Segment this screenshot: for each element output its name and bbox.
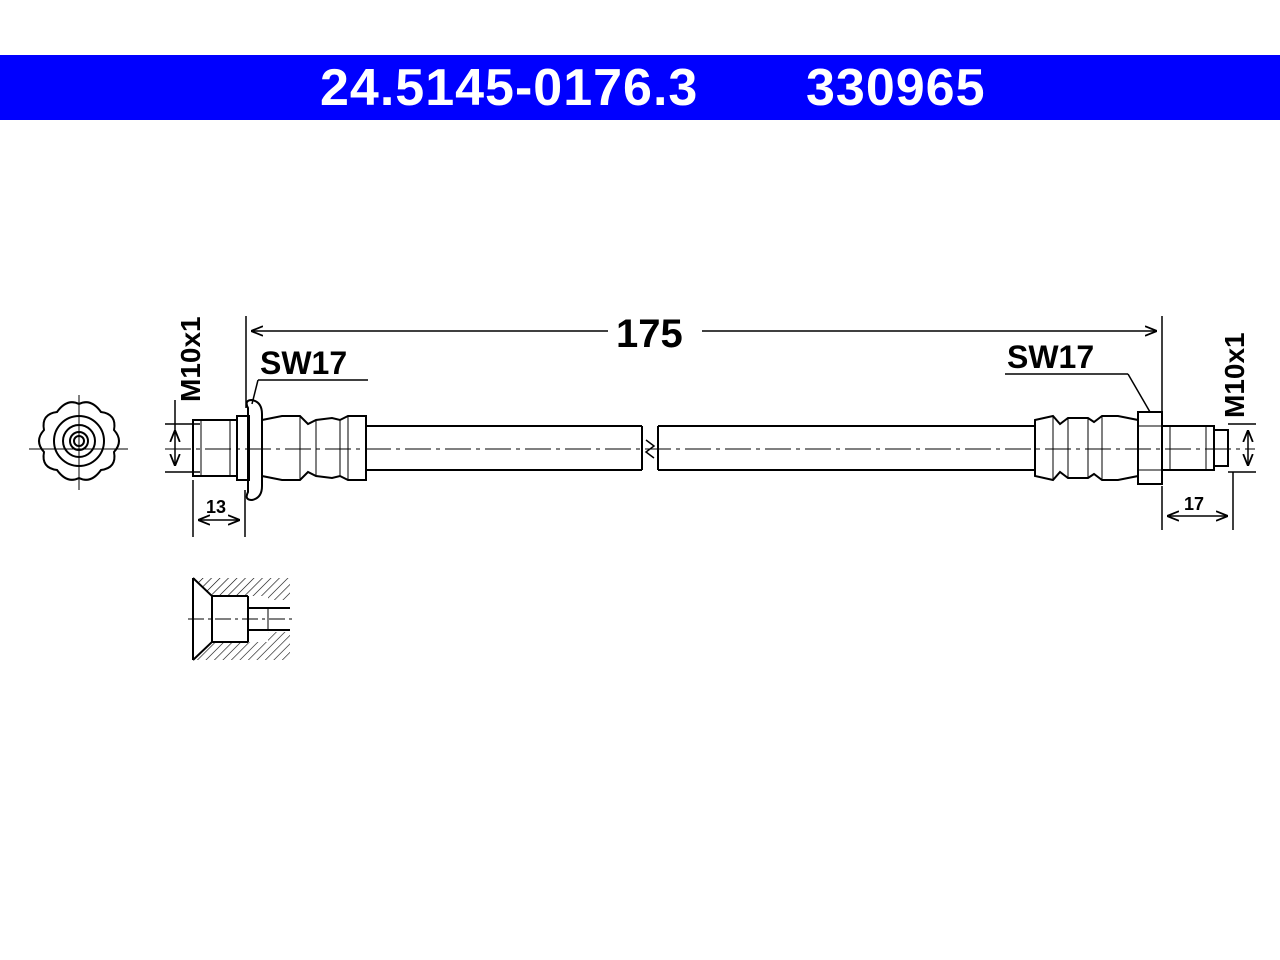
- part-number: 24.5145-0176.3: [320, 59, 699, 117]
- end-view-fitting: [29, 395, 128, 490]
- right-length-dimension: [1161, 472, 1234, 530]
- right-sw-leader: [1005, 373, 1151, 413]
- right-thread-dimension: [1228, 423, 1256, 473]
- left-length-dimension: [192, 480, 246, 537]
- left-sw-leader: [251, 379, 368, 405]
- left-fitting: [192, 398, 367, 502]
- overall-length-dimension: [245, 316, 1163, 412]
- left-thread-label: M10x1: [175, 316, 206, 402]
- overall-length-label: 175: [616, 312, 683, 356]
- left-wrench-size: SW17: [260, 345, 347, 381]
- right-fitting: [1034, 411, 1229, 485]
- left-length-label: 13: [206, 497, 226, 517]
- right-length-label: 17: [1184, 494, 1204, 514]
- reference-number: 330965: [806, 59, 986, 117]
- right-thread-label: M10x1: [1219, 332, 1250, 418]
- hose-body: [366, 425, 1035, 471]
- right-wrench-size: SW17: [1007, 339, 1094, 375]
- title-bar: 24.5145-0176.3 330965: [0, 55, 1280, 120]
- left-thread-dimension: [165, 400, 200, 473]
- port-section-detail: [188, 577, 292, 661]
